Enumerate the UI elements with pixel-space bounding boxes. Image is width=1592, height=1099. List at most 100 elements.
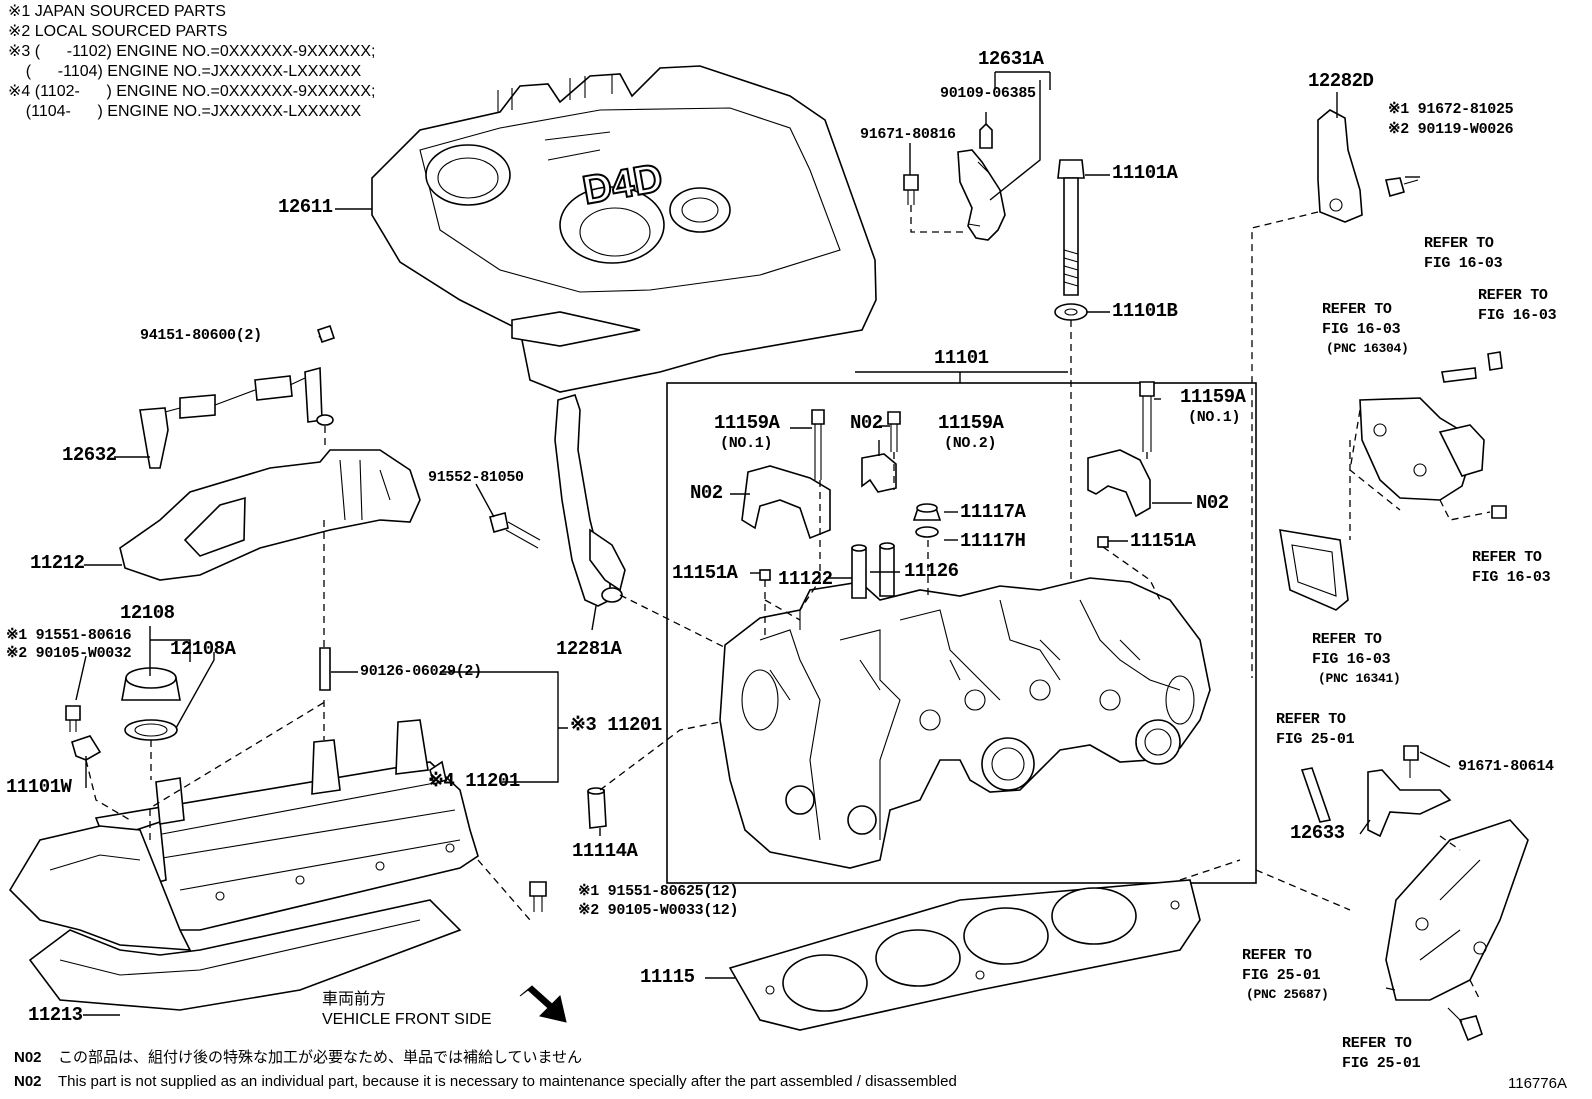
note-engine-range-3a: ※3 ( -1102) ENGINE NO.=0XXXXXX-9XXXXXX; — [8, 43, 376, 60]
label-N02-left[interactable]: N02 — [690, 482, 723, 504]
label-11114A[interactable]: 11114A — [572, 840, 638, 862]
label-12108[interactable]: 12108 — [120, 602, 175, 624]
label-11159A-mid[interactable]: 11159A — [938, 412, 1004, 434]
cover-gasket-11213 — [28, 899, 462, 1011]
note-engine-range-4a: ※4 (1102- ) ENGINE NO.=0XXXXXX-9XXXXXX; — [8, 83, 376, 100]
label-12632[interactable]: 12632 — [62, 444, 117, 466]
label-91552-81050[interactable]: 91552-81050 — [428, 469, 524, 486]
refer-fig-25-01-a-line2[interactable]: FIG 25-01 — [1276, 731, 1355, 748]
head-gasket-11115 — [728, 879, 1201, 1031]
label-11159A-mid-sub: (NO.2) — [944, 435, 997, 452]
front-direction-arrow — [519, 985, 567, 1023]
leader-lines — [75, 71, 1451, 1016]
refer-fig-16-03-c-line2[interactable]: FIG 16-03 — [1472, 569, 1551, 586]
label-11213[interactable]: 11213 — [28, 1004, 83, 1026]
footnote-jp-code: N02 — [14, 1049, 42, 1066]
label-90105-W0032[interactable]: ※2 90105-W0032 — [6, 645, 132, 662]
direction-en: VEHICLE FRONT SIDE — [322, 1011, 492, 1028]
label-90109-06385[interactable]: 90109-06385 — [940, 85, 1036, 102]
refer-fig-16-03-a-line1[interactable]: REFER TO — [1424, 235, 1494, 252]
label-91672-81025[interactable]: ※1 91672-81025 — [1388, 101, 1514, 118]
footnote-en-code: N02 — [14, 1073, 42, 1090]
refer-fig-16-03-pnc16304-line1[interactable]: REFER TO — [1322, 301, 1392, 318]
label-12281A[interactable]: 12281A — [556, 638, 622, 660]
label-11151A-right[interactable]: 11151A — [1130, 530, 1196, 552]
label-N02-top[interactable]: N02 — [850, 412, 883, 434]
direction-jp: 車両前方 — [322, 991, 387, 1008]
label-91671-80816[interactable]: 91671-80816 — [860, 126, 956, 143]
label-11159A-left-sub: (NO.1) — [720, 435, 773, 452]
label-12631A[interactable]: 12631A — [978, 48, 1044, 70]
label-11122[interactable]: 11122 — [778, 568, 833, 590]
refer-fig-16-03-pnc16304-line2[interactable]: FIG 16-03 — [1322, 321, 1401, 338]
label-11126[interactable]: 11126 — [904, 560, 959, 582]
label-11159A-left[interactable]: 11159A — [714, 412, 780, 434]
label-N02-right[interactable]: N02 — [1196, 492, 1229, 514]
bearing-cap-N02-left — [741, 465, 831, 540]
note-engine-range-3b: ( -1104) ENGINE NO.=JXXXXXX-LXXXXXX — [8, 63, 362, 80]
label-11101[interactable]: 11101 — [934, 347, 989, 369]
cylinder-head-cover-11201 — [94, 719, 479, 931]
label-12611[interactable]: 12611 — [278, 196, 333, 218]
stud-90126 — [319, 647, 331, 691]
head-cover-plate-11212 — [119, 449, 421, 581]
cylinder-head-11101 — [719, 577, 1211, 869]
label-90105-W0033[interactable]: ※2 90105-W0033(12) — [578, 902, 739, 919]
label-11101B[interactable]: 11101B — [1112, 300, 1178, 322]
label-11101A[interactable]: 11101A — [1112, 162, 1178, 184]
cover-base-flange — [8, 825, 192, 951]
label-11159A-right-sub: (NO.1) — [1188, 409, 1241, 426]
valve-guides-11122-11126 — [851, 542, 895, 599]
label-91671-80614[interactable]: 91671-80614 — [1458, 758, 1554, 775]
label-91551-80625[interactable]: ※1 91551-80625(12) — [578, 883, 739, 900]
footnote-en-text: This part is not supplied as an individu… — [58, 1073, 957, 1090]
label-94151-80600[interactable]: 94151-80600(2) — [140, 327, 262, 344]
refer-fig-25-01-b-line2[interactable]: FIG 25-01 — [1342, 1055, 1421, 1072]
refer-fig-25-01-pnc25687-line2[interactable]: FIG 25-01 — [1242, 967, 1321, 984]
engine-cover-12611: D4D — [371, 65, 877, 393]
label-11201-type3[interactable]: ※3 11201 — [570, 714, 662, 736]
refer-fig-25-01-pnc25687-line1[interactable]: REFER TO — [1242, 947, 1312, 964]
label-11201-type4[interactable]: ※4 11201 — [428, 770, 520, 792]
label-91551-80616[interactable]: ※1 91551-80616 — [6, 627, 132, 644]
label-11115[interactable]: 11115 — [640, 966, 695, 988]
refer-fig-25-01-pnc25687-line3: (PNC 25687) — [1246, 987, 1329, 1002]
label-11117H[interactable]: 11117H — [960, 530, 1026, 552]
figure-id: 116776A — [1508, 1075, 1567, 1092]
label-11159A-right[interactable]: 11159A — [1180, 386, 1246, 408]
plug-11117A — [912, 503, 942, 538]
footnote-jp-text: この部品は、組付け後の特殊な加工が必要なため、単品では補給していません — [58, 1049, 583, 1066]
bracket-12633 — [1367, 745, 1452, 838]
label-90126-06029[interactable]: 90126-06029(2) — [360, 663, 482, 680]
note-engine-range-4b: (1104- ) ENGINE NO.=JXXXXXX-LXXXXXX — [8, 103, 362, 120]
label-12108A[interactable]: 12108A — [170, 638, 236, 660]
outlet-gasket — [1279, 529, 1349, 611]
refer-fig-16-03-pnc16341-line2[interactable]: FIG 16-03 — [1312, 651, 1391, 668]
label-11151A-left[interactable]: 11151A — [672, 562, 738, 584]
engine-mount-bracket — [1385, 819, 1529, 1042]
refer-fig-16-03-b-line2[interactable]: FIG 16-03 — [1478, 307, 1557, 324]
refer-fig-25-01-b-line1[interactable]: REFER TO — [1342, 1035, 1412, 1052]
oil-filler-cap-12108 — [121, 667, 181, 741]
label-90119-W0026[interactable]: ※2 90119-W0026 — [1388, 121, 1514, 138]
bolt-and-sensor-11101W — [65, 705, 102, 761]
label-11212[interactable]: 11212 — [30, 552, 85, 574]
refer-fig-16-03-pnc16341-line1[interactable]: REFER TO — [1312, 631, 1382, 648]
refer-fig-16-03-pnc16304-line3: (PNC 16304) — [1326, 341, 1409, 356]
label-11101W[interactable]: 11101W — [6, 776, 72, 798]
stud-refer-25-01 — [1300, 767, 1332, 823]
wire-harness-bracket-12632 — [139, 324, 336, 469]
bearing-cap-N02-mid — [861, 453, 897, 493]
refer-fig-25-01-a-line1[interactable]: REFER TO — [1276, 711, 1346, 728]
label-11117A[interactable]: 11117A — [960, 501, 1026, 523]
head-bolt-11101A — [1054, 159, 1088, 321]
note-local-sourced: ※2 LOCAL SOURCED PARTS — [8, 23, 228, 40]
label-12282D[interactable]: 12282D — [1308, 70, 1374, 92]
bearing-cap-N02-right — [1087, 449, 1151, 518]
label-12633[interactable]: 12633 — [1290, 822, 1345, 844]
refer-fig-16-03-c-line1[interactable]: REFER TO — [1472, 549, 1542, 566]
refer-fig-16-03-a-line2[interactable]: FIG 16-03 — [1424, 255, 1503, 272]
refer-fig-16-03-b-line1[interactable]: REFER TO — [1478, 287, 1548, 304]
